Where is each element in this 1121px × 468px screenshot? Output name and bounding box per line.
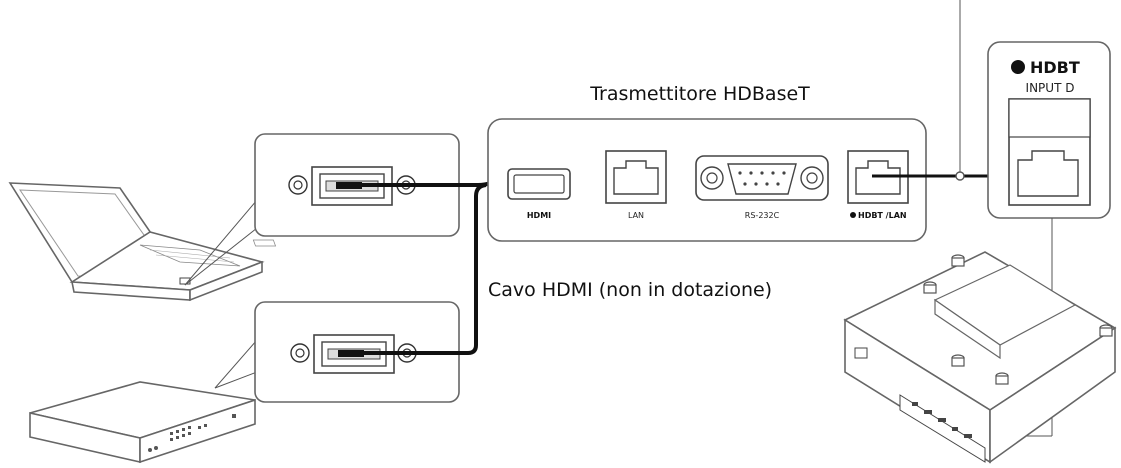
hdbt-logo-icon	[850, 212, 856, 218]
transmitter-rs232c-port	[695, 155, 829, 201]
transmitter-title: Trasmettitore HDBaseT	[589, 83, 810, 105]
laptop-callout	[184, 199, 258, 286]
projector-illustration	[843, 251, 1117, 464]
player-callout	[214, 339, 258, 389]
hdmi-port-label: HDMI	[527, 211, 551, 220]
rs232c-port-label: RS-232C	[745, 211, 780, 220]
hdbt-panel-logo-icon	[1011, 60, 1025, 74]
panel-input-label: INPUT D	[1026, 81, 1075, 95]
panel-hdbt-logo: HDBT	[1030, 58, 1080, 77]
hdmi-cable-label: Cavo HDMI (non in dotazione)	[488, 279, 772, 301]
projector-input-panel: HDBT INPUT D	[987, 41, 1111, 219]
laptop-illustration	[8, 182, 277, 302]
lan-port-label: LAN	[628, 211, 644, 220]
player-illustration	[29, 381, 256, 464]
hdbt-lan-label-group: HDBT /LAN	[850, 211, 907, 220]
hdbaset-transmitter: HDMI LAN RS-232C HDBT /LAN	[487, 118, 927, 242]
hdbt-lan-port-label: HDBT /LAN	[858, 211, 907, 220]
